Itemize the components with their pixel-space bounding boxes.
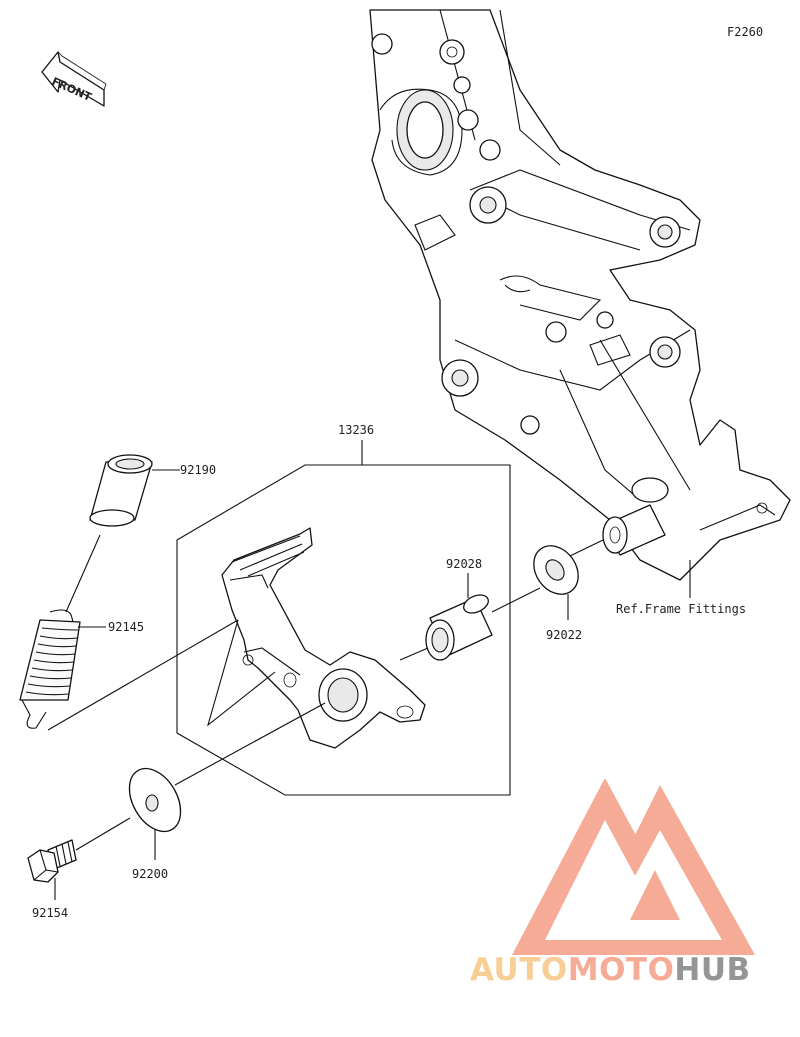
part-92028-label: 92028 [446,557,482,571]
part-92200-label: 92200 [132,867,168,881]
part-92145-label: 92145 [108,620,144,634]
ref-frame-fittings-label: Ref.Frame Fittings [616,602,746,616]
front-arrow-icon: FRONT [41,51,107,107]
pedal-spring-leader [207,619,276,727]
collar-to-spring-line [65,534,101,613]
part-92190-collar [89,454,153,527]
assembly-box [176,464,511,796]
washer-to-shaft-line [569,539,604,557]
bolt-to-washer-line [75,817,131,851]
part-92028-bushing [425,594,493,661]
logo-text-moto: MOTO [568,952,675,988]
svg-text:AUTOMOTOHUB: AUTOMOTOHUB [470,952,751,988]
frame-fitting [369,9,791,581]
part-92145-spring [19,609,81,729]
logo-text-hub: HUB [674,952,750,988]
spring-hook-line [47,619,239,731]
logo-text-auto: AUTO [470,952,568,988]
brake-pedal [221,527,426,749]
part-92200-washer [128,767,182,833]
part-92022-label: 92022 [546,628,582,642]
bushing-to-pedal-line [399,647,429,661]
part-92154-label: 92154 [32,906,68,920]
part-92190-label: 92190 [180,463,216,477]
automotohub-logo: AUTOMOTOHUB [470,778,755,988]
part-92154-bolt [27,839,77,883]
bushing-to-washer-line [491,587,541,613]
diagram-code: F2260 [727,25,763,39]
part-13236-label: 13236 [338,423,374,437]
washer-to-pedal-line [174,702,326,786]
part-92022-washer [533,545,579,595]
